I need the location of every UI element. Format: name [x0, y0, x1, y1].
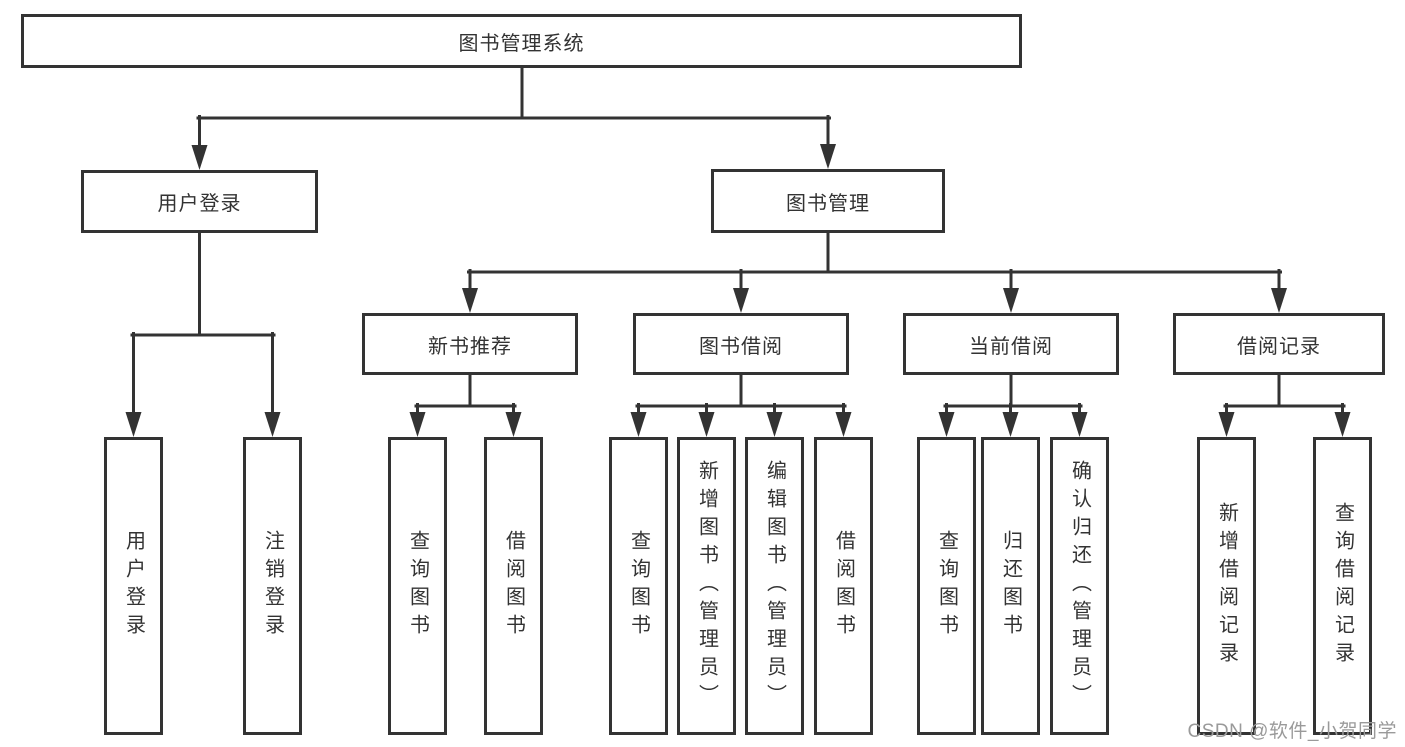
node-book-borrowing: 图书借阅: [633, 313, 849, 375]
leaf-cb-query-books: 查询图书: [917, 437, 976, 735]
leaf-br-add-record: 新增借阅记录: [1197, 437, 1256, 735]
leaf-bb-borrow-books: 借阅图书: [814, 437, 873, 735]
leaf-cb-confirm-return-admin: 确认归还（管理员）: [1050, 437, 1109, 735]
node-book-management: 图书管理: [711, 169, 945, 233]
leaf-br-query-record-label: 查询借阅记录: [1331, 502, 1354, 670]
leaf-bb-edit-books-admin-label: 编辑图书（管理员）: [763, 460, 786, 712]
leaf-logout: 注销登录: [243, 437, 302, 735]
leaf-nb-query-books: 查询图书: [388, 437, 447, 735]
node-user-login: 用户登录: [81, 170, 318, 233]
node-new-book-recommend: 新书推荐: [362, 313, 578, 375]
leaf-logout-label: 注销登录: [261, 530, 284, 642]
leaf-nb-query-books-label: 查询图书: [406, 530, 429, 642]
leaf-bb-add-books-admin: 新增图书（管理员）: [677, 437, 736, 735]
leaf-user-login-label: 用户登录: [122, 530, 145, 642]
leaf-cb-return-books: 归还图书: [981, 437, 1040, 735]
node-current-borrowing: 当前借阅: [903, 313, 1119, 375]
leaf-bb-add-books-admin-label: 新增图书（管理员）: [695, 460, 718, 712]
leaf-user-login: 用户登录: [104, 437, 163, 735]
leaf-cb-query-books-label: 查询图书: [935, 530, 958, 642]
leaf-bb-query-books: 查询图书: [609, 437, 668, 735]
leaf-bb-query-books-label: 查询图书: [627, 530, 650, 642]
leaf-bb-borrow-books-label: 借阅图书: [832, 530, 855, 642]
node-borrow-records: 借阅记录: [1173, 313, 1385, 375]
leaf-br-add-record-label: 新增借阅记录: [1215, 502, 1238, 670]
node-library-system-root: 图书管理系统: [21, 14, 1022, 68]
leaf-bb-edit-books-admin: 编辑图书（管理员）: [745, 437, 804, 735]
leaf-cb-return-books-label: 归还图书: [999, 530, 1022, 642]
watermark-text: CSDN @软件_小贺同学: [1187, 721, 1397, 742]
leaf-nb-borrow-books: 借阅图书: [484, 437, 543, 735]
leaf-nb-borrow-books-label: 借阅图书: [502, 530, 525, 642]
leaf-cb-confirm-return-admin-label: 确认归还（管理员）: [1068, 460, 1091, 712]
leaf-br-query-record: 查询借阅记录: [1313, 437, 1372, 735]
